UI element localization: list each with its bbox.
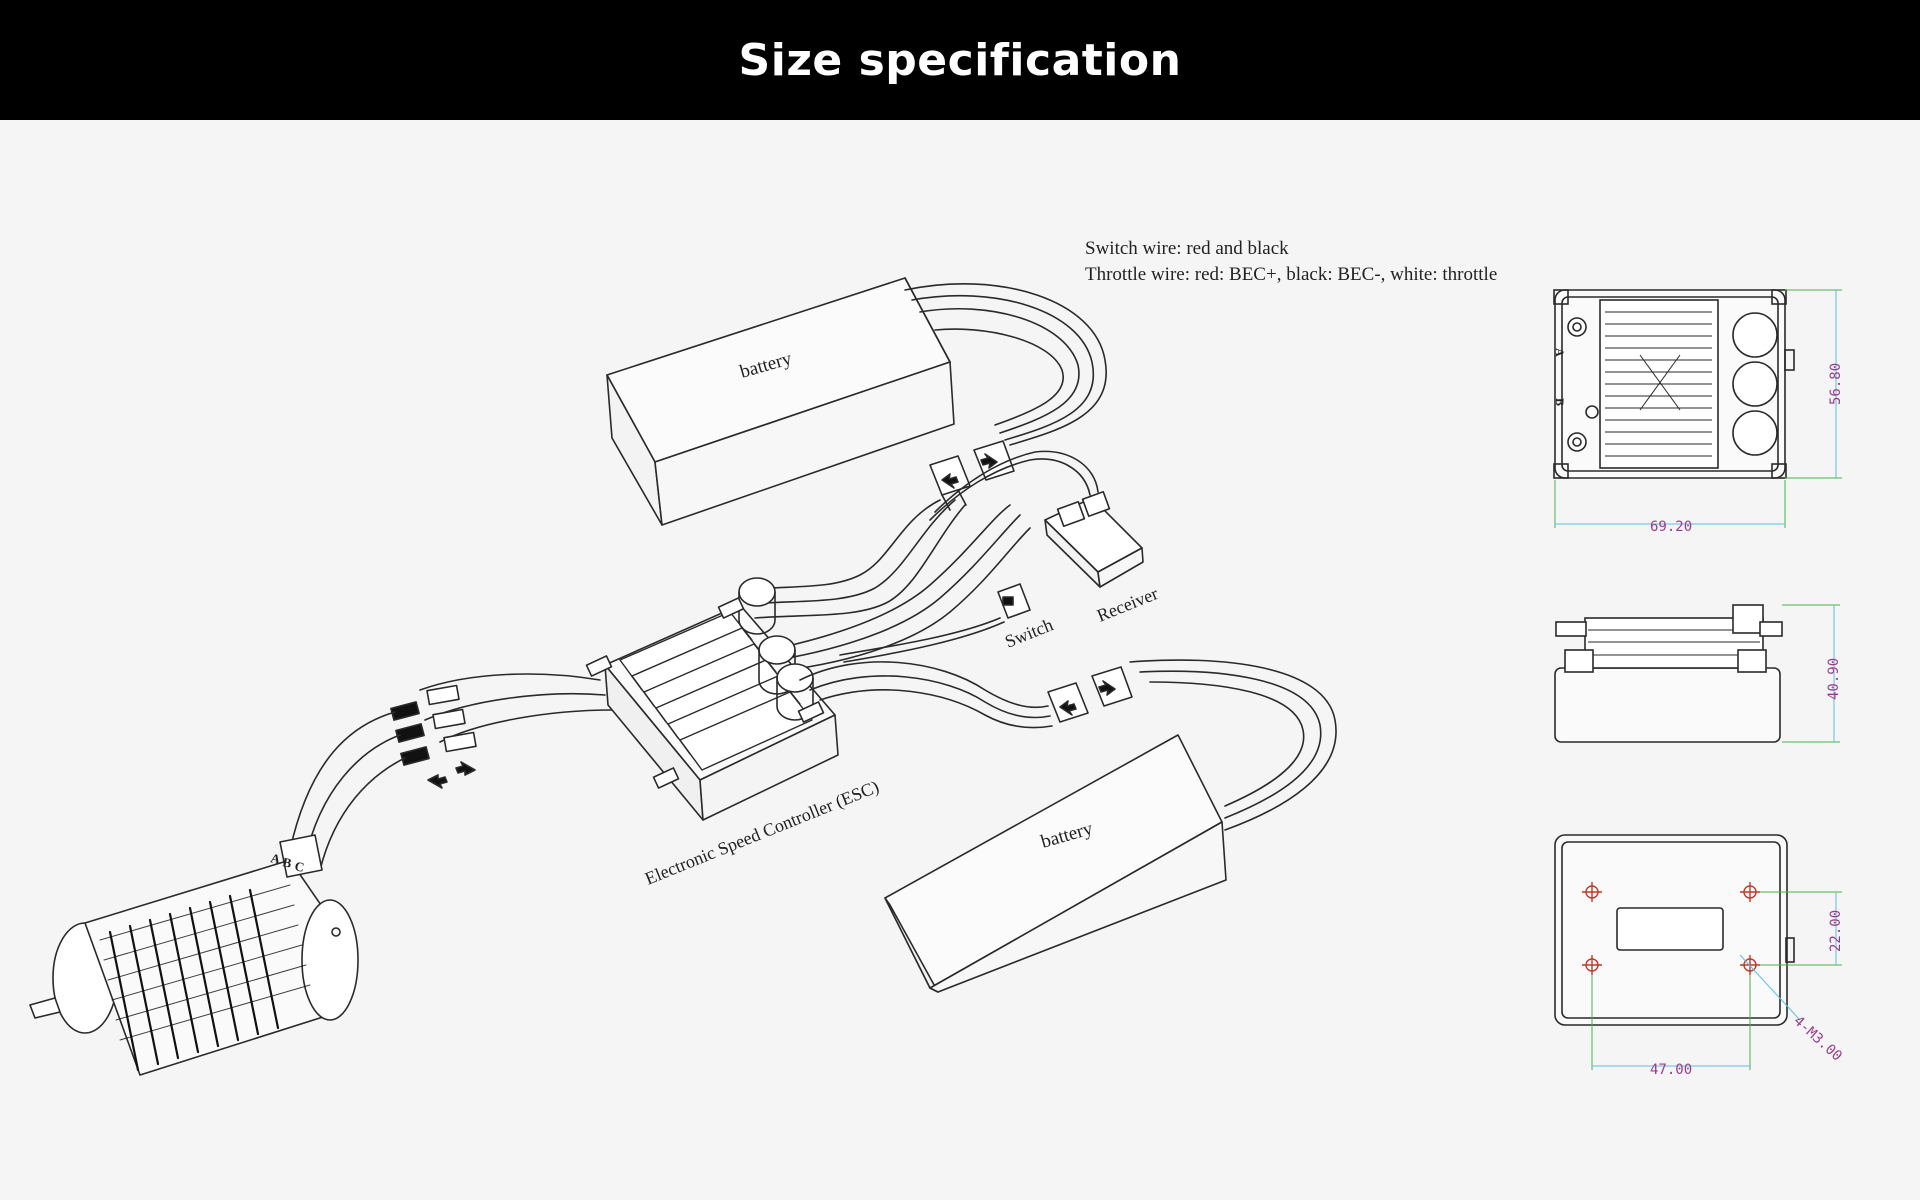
receiver-label: Receiver xyxy=(1094,583,1161,626)
motor xyxy=(29,834,359,1076)
esc-motor-wires xyxy=(419,673,613,753)
motor-bullet-connectors xyxy=(390,701,476,789)
throttle-wire xyxy=(759,504,1031,673)
battery-bottom-connector xyxy=(1047,666,1133,723)
battery-top xyxy=(606,277,955,526)
dim-top-width: 69.20 xyxy=(1650,519,1692,535)
dim-hole-spacing-x: 47.00 xyxy=(1650,1062,1692,1078)
motor-phase-c-label: C xyxy=(293,858,305,875)
battery-top-connector xyxy=(929,440,1015,511)
esc-to-battery-bottom-wires xyxy=(799,661,1053,729)
dim-holes: 4-M3.00 xyxy=(1790,1013,1845,1064)
esc xyxy=(585,577,839,821)
esc-top-view xyxy=(1553,289,1795,479)
motor-phase-a-label: A xyxy=(269,850,282,867)
esc-label: Electronic Speed Controller (ESC) xyxy=(642,776,882,889)
dim-top-height: 56.80 xyxy=(1828,363,1844,405)
battery-bottom xyxy=(884,734,1227,993)
switch-wire-note: Switch wire: red and black xyxy=(1085,238,1289,259)
motor-phase-b-label: B xyxy=(281,854,293,871)
esc-side-view xyxy=(1554,604,1783,743)
throttle-wire-note: Throttle wire: red: BEC+, black: BEC-, w… xyxy=(1085,264,1498,285)
esc-bottom-view xyxy=(1554,834,1795,1026)
battery-bottom-wires xyxy=(1129,659,1337,831)
esc-to-battery-top-wires xyxy=(744,499,966,619)
esc-top-label-a: A xyxy=(1553,348,1567,357)
switch xyxy=(839,583,1031,663)
dimension-lines xyxy=(1554,289,1842,1070)
page-header: Size specification xyxy=(0,0,1920,120)
dim-side-height: 40.90 xyxy=(1826,658,1842,700)
esc-top-label-b: B xyxy=(1553,398,1567,406)
receiver xyxy=(929,450,1144,588)
page-title: Size specification xyxy=(738,34,1182,86)
dim-hole-spacing-y: 22.00 xyxy=(1828,910,1844,952)
mounting-holes xyxy=(1582,882,1760,975)
battery-top-wires xyxy=(904,283,1107,446)
switch-label: Switch xyxy=(1002,614,1056,651)
